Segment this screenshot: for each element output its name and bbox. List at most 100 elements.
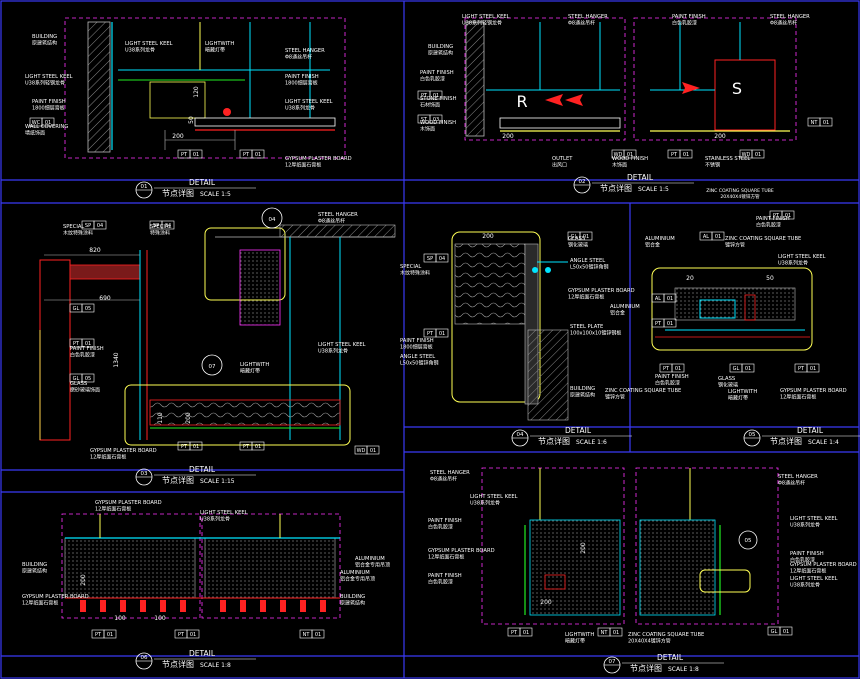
material-label-cn: 1800细层膏板: [285, 80, 318, 87]
material-tag-number: 01: [193, 152, 199, 158]
material-tag-code: PT: [671, 152, 678, 158]
material-label-en: LIGHT STEEL KEEL: [125, 41, 173, 47]
detail-scale: SCALE 1:5: [200, 191, 231, 198]
material-label-en: ALUMINIUM: [340, 570, 370, 576]
material-label-cn: 100x100x10镀锌钢板: [570, 330, 621, 337]
section-callout-number: 04: [269, 217, 276, 223]
section-letter-marker: R: [516, 92, 527, 111]
material-label-en: STEEL PLATE: [570, 324, 603, 330]
material-tag-number: 04: [439, 256, 445, 262]
material-tag-code: PT: [243, 152, 250, 158]
material-label-cn: 暗藏灯带: [205, 47, 225, 54]
material-tag-number: 01: [785, 213, 791, 219]
detail-number: 04: [517, 432, 524, 438]
material-label-en: LIGHT STEEL KEEL: [790, 576, 838, 582]
material-label-cn: 钢化玻璃: [568, 242, 588, 249]
dimension-label: 50: [188, 116, 195, 124]
material-tag-code: PT: [421, 93, 428, 99]
material-label-cn: L50x50镀锌角钢: [400, 360, 438, 367]
material-label-en: GYPSUM PLASTER BOARD: [568, 288, 635, 294]
detail-subtitle: 节点详图: [162, 475, 194, 485]
material-label-en: BUILDING: [32, 34, 57, 40]
material-label-cn: U38系列轻钢龙骨: [25, 80, 65, 87]
material-label-cn: 白色乳胶漆: [672, 20, 697, 27]
dimension-label: 100: [114, 615, 126, 622]
dimension-label: 110: [157, 412, 164, 424]
building-wall: [87, 21, 111, 153]
detail-boundary: [201, 513, 341, 619]
material-tag-number: 05: [85, 306, 91, 312]
material-label-cn: 木纹特殊涂料: [63, 230, 93, 237]
material-label-cn: U38系列龙骨: [790, 522, 820, 529]
material-label-en: PAINT FINISH: [790, 551, 824, 557]
material-label-cn: 12厚纸面石膏板: [285, 162, 321, 169]
detail-subtitle: 节点详图: [600, 183, 632, 193]
material-tag-number: 01: [85, 341, 91, 347]
material-label-en: ZINC COATING SQUARE TUBE: [628, 632, 704, 638]
material-tag-code: GL: [571, 234, 578, 240]
material-label-en: PAINT FINISH: [428, 518, 462, 524]
material-tag-code: PT: [798, 366, 805, 372]
material-tag: GL 05: [69, 303, 95, 313]
material-label-en: GLASS: [568, 236, 585, 242]
material-label-cn: 12厚纸面石膏板: [428, 554, 464, 561]
material-label-cn: 铝合金专用吊顶: [340, 576, 375, 583]
material-label-cn: U38系列龙骨: [790, 582, 820, 589]
material-label-cn: 12厚纸面石膏板: [568, 294, 604, 301]
material-tag-number: 01: [193, 444, 199, 450]
dimension-label: 690: [99, 295, 111, 302]
material-tag-code: NT: [303, 632, 311, 638]
material-tag-code: GL: [73, 376, 80, 382]
material-tag-code: PT: [181, 444, 188, 450]
material-label-cn: 暗藏灯带: [728, 395, 748, 402]
material-label-en: ANGLE STEEL: [570, 258, 605, 264]
material-label-en: GLASS: [718, 376, 735, 382]
material-tag-code: NT: [811, 120, 819, 126]
material-tag-number: 01: [583, 234, 589, 240]
material-label-en: ALUMINIUM: [610, 304, 640, 310]
material-label-cn: 白色乳胶漆: [70, 352, 95, 359]
material-tag-code: PT: [427, 331, 434, 337]
material-label-cn: 白色乳胶漆: [420, 76, 445, 83]
material-tag-number: 01: [439, 331, 445, 337]
material-tag-code: WD: [742, 152, 751, 158]
material-tag-code: GL: [73, 306, 80, 312]
detail-subtitle: 节点详图: [630, 663, 662, 673]
material-tag-number: 01: [613, 630, 619, 636]
dimension-label: 200: [185, 412, 192, 424]
material-label-cn: U38系列龙骨: [125, 47, 155, 54]
material-tag-code: GL: [733, 366, 740, 372]
material-label-en: LIGHT STEEL KEEL: [285, 99, 333, 105]
airflow-arrow-icon: [565, 94, 583, 106]
material-label-en: PAINT FINISH: [285, 74, 319, 80]
material-label-cn: 20X40X4镀锌方管: [628, 638, 671, 645]
material-label-cn: 白色乳胶漆: [428, 579, 453, 586]
material-tag-code: PT: [243, 444, 250, 450]
material-tag-code: PT: [655, 321, 662, 327]
material-tag-number: 01: [370, 448, 376, 454]
material-tag-code: ST: [421, 117, 428, 123]
material-label-cn: 原建筑结构: [22, 568, 47, 575]
dimension-label: 200: [580, 542, 587, 554]
material-label-cn: 12厚纸面石膏板: [22, 600, 58, 607]
material-label-en: LIGHTWITH: [728, 389, 757, 395]
material-label-en: ALUMINIUM: [355, 556, 385, 562]
